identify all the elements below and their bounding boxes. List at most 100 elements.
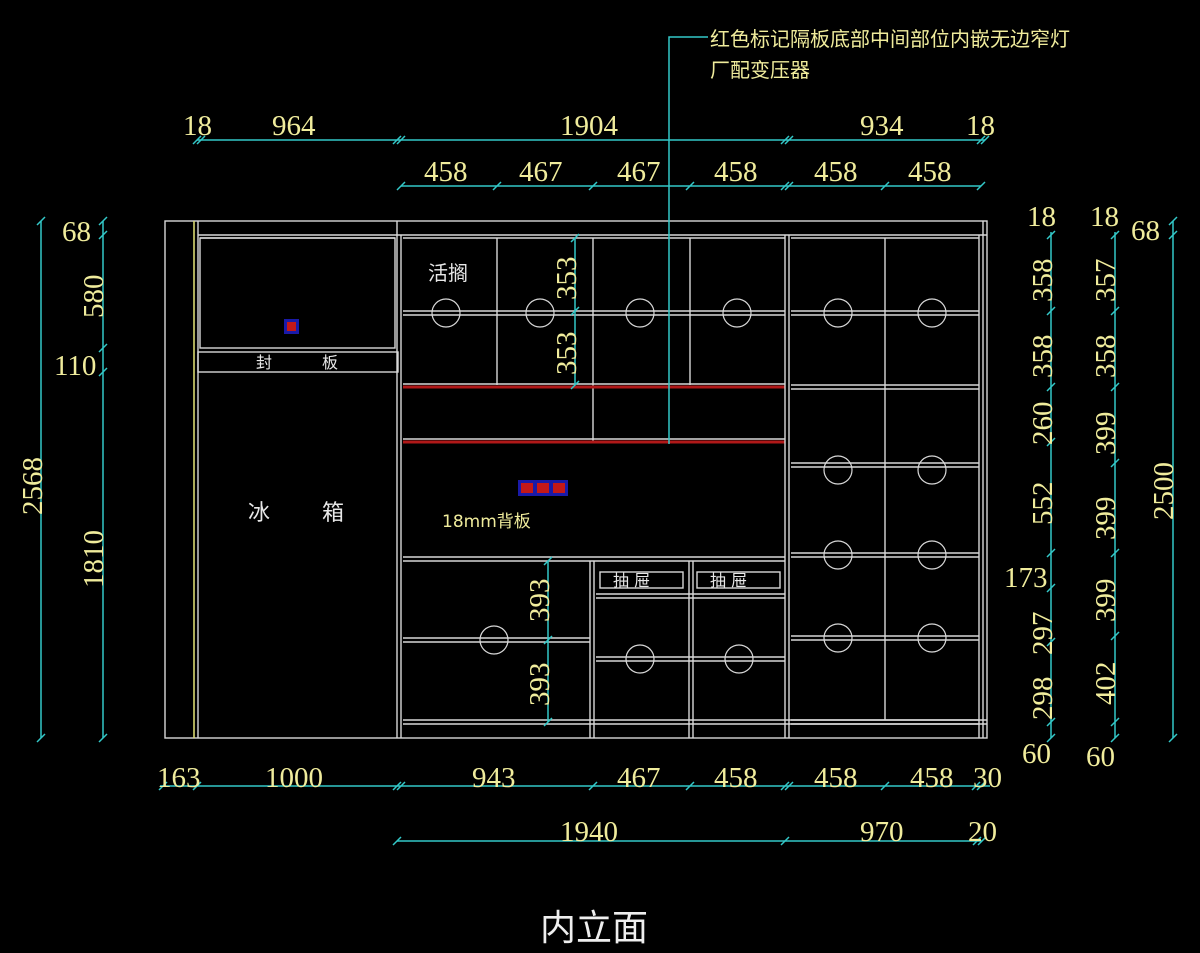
dim-r3-2: 2500 bbox=[1148, 462, 1180, 520]
dimension-tick bbox=[971, 781, 981, 791]
dim-r1-4: 260 bbox=[1027, 402, 1059, 446]
dim-r2-3: 358 bbox=[1090, 335, 1122, 379]
dimension-tick bbox=[1168, 230, 1178, 240]
triple-outlet bbox=[518, 480, 568, 496]
dim-left-outer: 2568 bbox=[17, 457, 49, 515]
dimension-tick bbox=[1046, 437, 1056, 447]
shelf-pull-circle bbox=[625, 298, 655, 328]
dimension-tick bbox=[784, 181, 794, 191]
dim-r1-6: 173 bbox=[1004, 562, 1048, 594]
dimension-tick bbox=[98, 733, 108, 743]
dimension-texts-left: 2568 68 580 110 1810 bbox=[17, 216, 110, 588]
dimension-tick bbox=[1046, 548, 1056, 558]
dim-top-3: 1904 bbox=[560, 110, 619, 142]
dimension-tick bbox=[570, 306, 580, 316]
dimension-tick bbox=[972, 836, 982, 846]
shelf-pull-circle bbox=[917, 455, 947, 485]
dim-r2-5: 399 bbox=[1090, 497, 1122, 541]
dim-bottom-5: 458 bbox=[714, 762, 758, 794]
dimension-tick bbox=[1110, 717, 1120, 727]
drawer-2 bbox=[696, 571, 781, 589]
dimension-tick bbox=[685, 781, 695, 791]
dim-left-1: 68 bbox=[62, 216, 91, 248]
dimension-texts-right: 18 358 358 260 552 173 297 298 60 18 357… bbox=[1004, 201, 1180, 773]
dim-inner-upper-1: 353 bbox=[551, 257, 583, 301]
dimension-tick bbox=[780, 836, 790, 846]
shelf-pull-circle bbox=[917, 540, 947, 570]
dimension-tick bbox=[1046, 306, 1056, 316]
dim-bottom-8: 30 bbox=[973, 762, 1002, 794]
dimension-tick bbox=[588, 781, 598, 791]
dimension-tick bbox=[492, 181, 502, 191]
dim-inner-lower-1: 393 bbox=[524, 579, 556, 623]
dim-r1-2: 358 bbox=[1027, 259, 1059, 303]
dimension-tick bbox=[880, 781, 890, 791]
dim-top2-4: 458 bbox=[714, 156, 758, 188]
dimension-tick bbox=[780, 181, 790, 191]
dimension-tick bbox=[543, 717, 553, 727]
dimension-tick bbox=[1110, 733, 1120, 743]
dim-left-3: 110 bbox=[54, 350, 96, 382]
shelf-pull-circle bbox=[625, 644, 655, 674]
dim-bottom2-3: 20 bbox=[968, 816, 997, 848]
dim-r1-9: 60 bbox=[1022, 738, 1051, 770]
dimension-tick bbox=[98, 367, 108, 377]
dimension-tick bbox=[1046, 733, 1056, 743]
dim-top-2: 964 bbox=[272, 110, 316, 142]
shelf-pull-circle bbox=[917, 298, 947, 328]
dim-top2-5: 458 bbox=[814, 156, 858, 188]
dim-inner-lower-2: 393 bbox=[524, 663, 556, 707]
dimension-tick bbox=[1168, 216, 1178, 226]
dim-bottom-7: 458 bbox=[910, 762, 954, 794]
shelf-pull-circles bbox=[431, 298, 947, 674]
drawing-title: 内立面 bbox=[540, 908, 648, 949]
dimension-tick bbox=[396, 781, 406, 791]
dimension-tick bbox=[976, 135, 986, 145]
dimension-tick bbox=[396, 181, 406, 191]
dim-r1-1: 18 bbox=[1027, 201, 1056, 233]
dimension-tick bbox=[588, 181, 598, 191]
dimension-tick bbox=[1046, 717, 1056, 727]
dimension-tick bbox=[980, 135, 990, 145]
dimension-tick bbox=[977, 836, 987, 846]
dimension-tick bbox=[1168, 733, 1178, 743]
back-panel-label: 18mm背板 bbox=[442, 512, 531, 532]
dimension-tick bbox=[1046, 230, 1056, 240]
dimension-tick bbox=[392, 836, 402, 846]
dimension-tick bbox=[1046, 382, 1056, 392]
shelf-pull-circle bbox=[823, 298, 853, 328]
fridge-label-1: 冰 bbox=[248, 501, 270, 526]
single-outlet bbox=[284, 319, 299, 334]
dim-top2-2: 467 bbox=[519, 156, 563, 188]
cover-panel bbox=[197, 351, 399, 373]
shelf-pull-circle bbox=[479, 625, 509, 655]
dimension-tick bbox=[192, 781, 202, 791]
dimension-tick bbox=[36, 733, 46, 743]
dim-r2-7: 402 bbox=[1090, 662, 1122, 706]
dimension-tick bbox=[780, 781, 790, 791]
dimension-tick bbox=[98, 343, 108, 353]
dim-r3-1: 68 bbox=[1131, 215, 1160, 247]
dim-r1-3: 358 bbox=[1027, 335, 1059, 379]
dimension-tick bbox=[1046, 637, 1056, 647]
dimension-tick bbox=[976, 181, 986, 191]
dimension-tick bbox=[196, 135, 206, 145]
dim-bottom-4: 467 bbox=[617, 762, 661, 794]
dimension-tick bbox=[780, 135, 790, 145]
dim-bottom2-2: 970 bbox=[860, 816, 904, 848]
annotation-line-1: 红色标记隔板底部中间部位内嵌无边窄灯 bbox=[710, 27, 1070, 51]
dimension-tick bbox=[1110, 631, 1120, 641]
dimension-tick bbox=[1110, 458, 1120, 468]
shelf-pull-circle bbox=[917, 623, 947, 653]
dimension-tick bbox=[98, 230, 108, 240]
dimension-tick bbox=[784, 135, 794, 145]
dimension-tick bbox=[685, 181, 695, 191]
shelf-pull-circle bbox=[823, 540, 853, 570]
dim-top-4: 934 bbox=[860, 110, 904, 142]
fridge-label-2: 箱 bbox=[322, 501, 344, 526]
dim-r2-4: 399 bbox=[1090, 412, 1122, 456]
dimension-tick bbox=[570, 233, 580, 243]
dimension-texts-inner: 353 353 393 393 bbox=[524, 257, 583, 707]
dimension-tick bbox=[392, 135, 402, 145]
